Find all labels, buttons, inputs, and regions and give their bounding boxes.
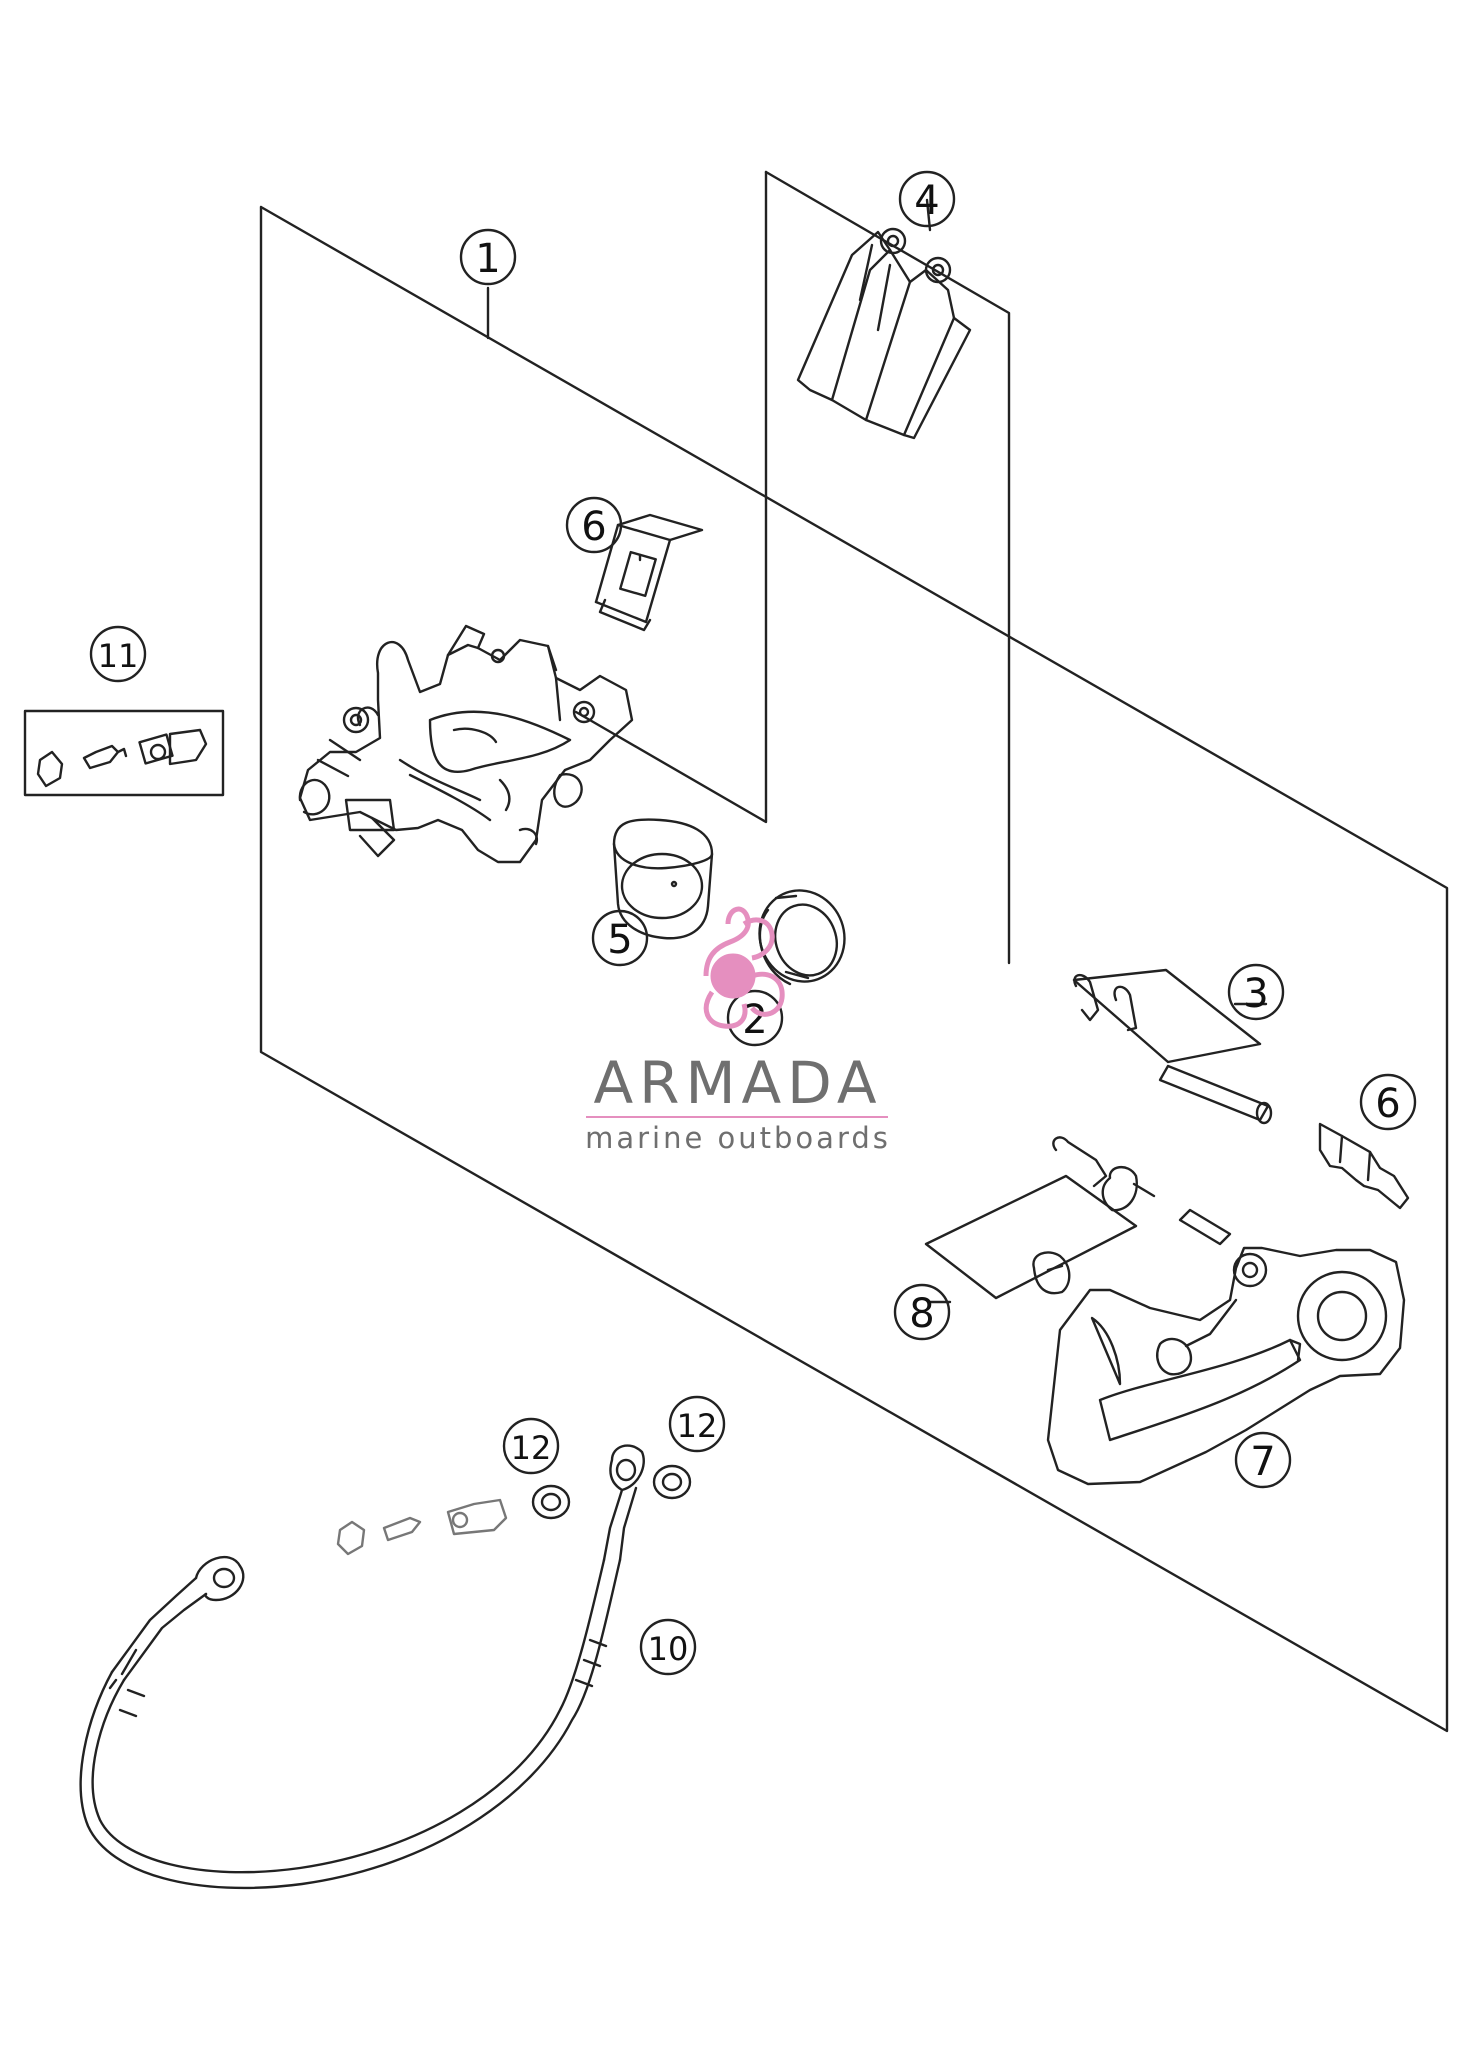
assembly-outline-lines — [259, 170, 1449, 1733]
callout-6-upper: 6 — [581, 504, 606, 550]
washers-part — [531, 1464, 692, 1520]
callout-7: 7 — [1250, 1439, 1275, 1485]
callout-circles — [89, 170, 1417, 1676]
callout-3: 3 — [1243, 971, 1268, 1017]
callout-4: 4 — [914, 178, 939, 224]
callout-8: 8 — [909, 1291, 934, 1337]
watermark: ARMADA marine outboards — [585, 906, 891, 1155]
callout-6-lower: 6 — [1375, 1081, 1400, 1127]
watermark-brand: ARMADA — [593, 1049, 882, 1117]
bleed-screw-set-lower-part — [336, 1498, 508, 1556]
callout-12-right: 12 — [677, 1407, 718, 1445]
callout-5: 5 — [607, 917, 632, 963]
caliper-bracket-part — [1046, 1246, 1406, 1486]
brake-pads-part — [796, 227, 972, 440]
pad-spring-upper-part — [594, 513, 704, 632]
piston-part — [612, 818, 714, 940]
pad-spring-lower-part — [1318, 1122, 1410, 1210]
brake-hose-part — [79, 1444, 645, 1890]
callout-11: 11 — [98, 637, 139, 675]
callout-1: 1 — [475, 236, 500, 282]
callout-12-left: 12 — [511, 1429, 552, 1467]
watermark-tagline: marine outboards — [585, 1121, 891, 1155]
caliper-body-part — [298, 624, 634, 864]
piston-seal-part — [758, 889, 846, 986]
callout-10: 10 — [648, 1630, 689, 1668]
bleed-screw-set-part — [23, 709, 225, 797]
pad-pin-clips-part — [1072, 968, 1273, 1125]
watermark-logo — [703, 906, 785, 1029]
guide-pins-part — [924, 1136, 1232, 1300]
